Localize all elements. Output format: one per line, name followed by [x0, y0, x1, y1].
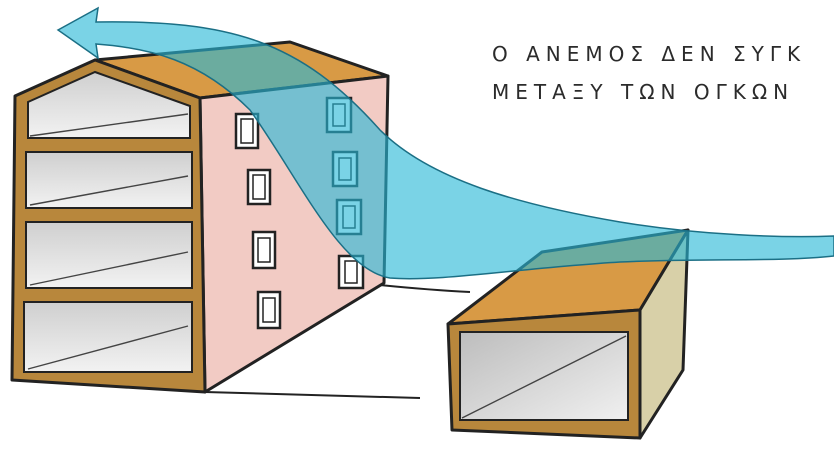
floor-room-2 [26, 222, 192, 288]
annotation-line-1: Ο ΑΝΕΜΟΣ ΔΕΝ ΣΥΓΚ [492, 42, 806, 66]
annotation-line-2: ΜΕΤΑΞΥ ΤΩΝ ΟΓΚΩΝ [492, 80, 794, 104]
floor-room-3 [24, 302, 192, 372]
